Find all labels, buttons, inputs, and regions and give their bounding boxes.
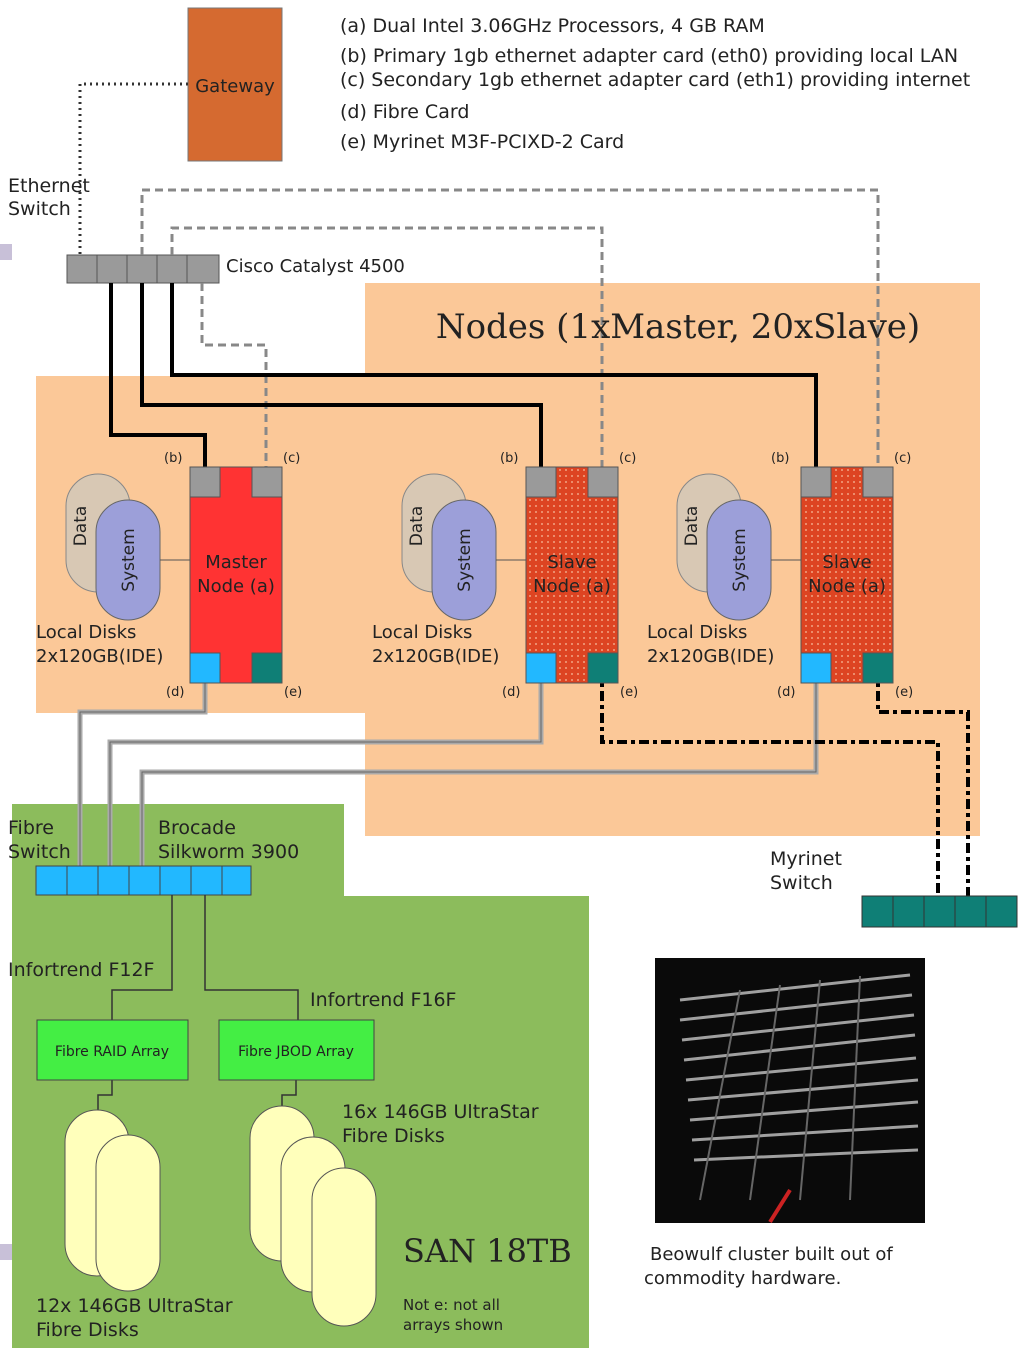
port-label-b: (b) xyxy=(500,451,518,466)
eth0-port xyxy=(190,467,220,497)
local-disks-label: Local Disks xyxy=(647,622,747,643)
port-label-e: (e) xyxy=(895,685,913,700)
raid-disks-label-2: Fibre Disks xyxy=(36,1319,139,1341)
system-disk-label: System xyxy=(455,528,475,591)
gateway-label: Gateway xyxy=(195,76,275,97)
legend-item-a: (a) Dual Intel 3.06GHz Processors, 4 GB … xyxy=(340,15,765,37)
san-note-2: arrays shown xyxy=(403,1316,503,1334)
nodes-section-title: Nodes (1xMaster, 20xSlave) xyxy=(436,307,920,347)
legend-item-c: (c) Secondary 1gb ethernet adapter card … xyxy=(340,69,970,91)
local-disks-label: Local Disks xyxy=(372,622,472,643)
port-label-c: (c) xyxy=(894,451,911,466)
fibre-switch-model-2: Silkworm 3900 xyxy=(158,841,299,863)
edge-mark xyxy=(0,244,12,260)
myrinet-card-port xyxy=(252,653,282,683)
port-label-c: (c) xyxy=(283,451,300,466)
edge-mark xyxy=(0,1244,12,1260)
myrinet-switch-label-1: Myrinet xyxy=(770,848,842,870)
slave-node-box xyxy=(526,467,618,683)
fibre-card-port xyxy=(801,653,831,683)
node-title: Slave xyxy=(547,552,596,573)
slave-node-box xyxy=(801,467,893,683)
data-disk-label: Data xyxy=(407,506,427,547)
data-disk-label: Data xyxy=(682,506,702,547)
fibre-switch-label-2: Switch xyxy=(8,841,71,863)
node-title: Slave xyxy=(822,552,871,573)
fibre-card-port xyxy=(526,653,556,683)
eth1-port xyxy=(588,467,618,497)
san-note-1: Not e: not all xyxy=(403,1296,500,1314)
photo-caption-2: commodity hardware. xyxy=(644,1268,841,1289)
system-disk-label: System xyxy=(119,528,139,591)
photo-caption-1: Beowulf cluster built out of xyxy=(650,1244,893,1265)
raid-array-label: Fibre RAID Array xyxy=(55,1044,169,1060)
jbod-array-label: Fibre JBOD Array xyxy=(238,1044,354,1060)
fibre-raid-array: Fibre RAID Array xyxy=(37,1020,188,1080)
fibre-card-port xyxy=(190,653,220,683)
node-title: Master xyxy=(205,552,267,573)
eth0-port xyxy=(526,467,556,497)
jbod-disks-label-2: Fibre Disks xyxy=(342,1125,445,1147)
gateway-link xyxy=(80,84,188,255)
raid-disks-label-1: 12x 146GB UltraStar xyxy=(36,1295,233,1317)
fibre-switch-label-1: Fibre xyxy=(8,817,54,839)
master-node-box xyxy=(190,467,282,683)
local-disks-label: Local Disks xyxy=(36,622,136,643)
fibre-switch-model-1: Brocade xyxy=(158,817,236,839)
eth0-port xyxy=(801,467,831,497)
myrinet-switch-label-2: Switch xyxy=(770,872,833,894)
jbod-vendor-label: Infortrend F16F xyxy=(310,989,456,1011)
node-subtitle: Node (a) xyxy=(197,576,275,597)
myrinet-card-port xyxy=(588,653,618,683)
ethernet-switch-model: Cisco Catalyst 4500 xyxy=(226,256,405,277)
ethernet-switch-label-2: Switch xyxy=(8,198,71,220)
port-label-d: (d) xyxy=(502,685,520,700)
legend-item-b: (b) Primary 1gb ethernet adapter card (e… xyxy=(340,45,958,67)
port-label-e: (e) xyxy=(620,685,638,700)
san-title: SAN 18TB xyxy=(403,1232,572,1270)
local-disks-size: 2x120GB(IDE) xyxy=(36,646,163,667)
legend-item-e: (e) Myrinet M3F-PCIXD-2 Card xyxy=(340,131,624,153)
data-disk-label: Data xyxy=(71,506,91,547)
port-label-d: (d) xyxy=(166,685,184,700)
port-label-c: (c) xyxy=(619,451,636,466)
myrinet-switch: Myrinet Switch xyxy=(770,848,1017,927)
gateway: Gateway xyxy=(188,8,282,161)
port-label-e: (e) xyxy=(284,685,302,700)
myrinet-card-port xyxy=(863,653,893,683)
local-disks-size: 2x120GB(IDE) xyxy=(372,646,499,667)
port-label-b: (b) xyxy=(771,451,789,466)
legend-item-d: (d) Fibre Card xyxy=(340,101,469,123)
ethernet-switch-label-1: Ethernet xyxy=(8,175,90,197)
fibre-jbod-array: Fibre JBOD Array xyxy=(219,1020,374,1080)
local-disks-size: 2x120GB(IDE) xyxy=(647,646,774,667)
legend: (a) Dual Intel 3.06GHz Processors, 4 GB … xyxy=(340,15,970,153)
node-subtitle: Node (a) xyxy=(808,576,886,597)
node-subtitle: Node (a) xyxy=(533,576,611,597)
jbod-disks-label-1: 16x 146GB UltraStar xyxy=(342,1101,539,1123)
system-disk-label: System xyxy=(730,528,750,591)
eth1-port xyxy=(252,467,282,497)
raid-vendor-label: Infortrend F12F xyxy=(8,959,154,981)
port-label-b: (b) xyxy=(164,451,182,466)
cluster-photo xyxy=(655,958,925,1223)
eth1-port xyxy=(863,467,893,497)
port-label-d: (d) xyxy=(777,685,795,700)
